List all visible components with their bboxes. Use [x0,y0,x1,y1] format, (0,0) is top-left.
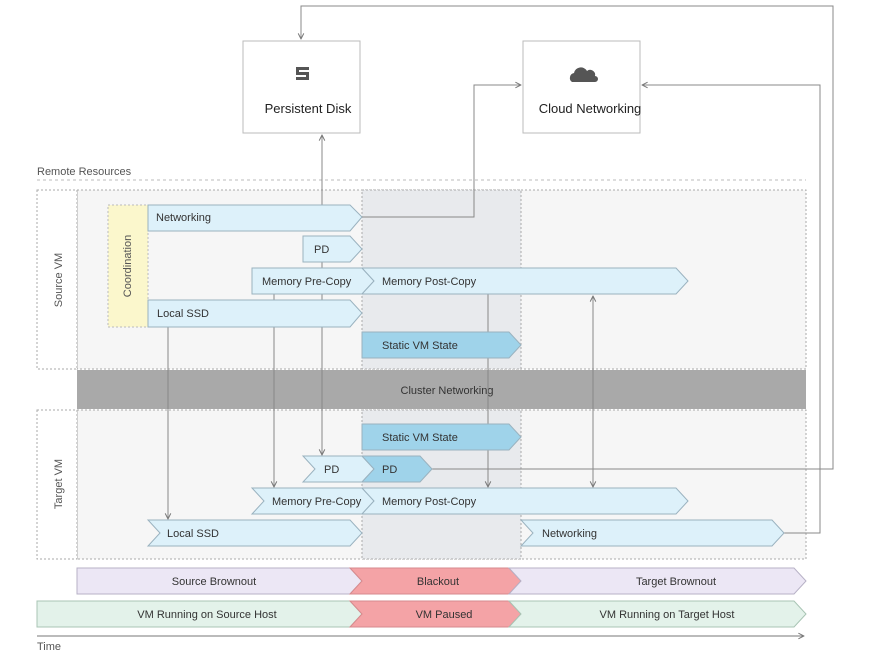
target-brownout-phase: Target Brownout [507,567,807,595]
source-brownout-phase: Source Brownout [76,567,363,595]
cluster-networking-band [77,370,806,409]
blackout-label: Blackout [417,576,459,588]
target-pd-bar: PD [360,455,433,483]
coordination-label: Coordination [122,235,134,297]
target-memory-pre-copy-bar: Memory Pre-Copy [250,487,375,515]
source-static-vm-state-bar: Static VM State [361,331,522,359]
target-pd-pre-label: PD [324,464,339,476]
target-vm-label: Target VM [53,459,65,509]
vm-running-source-state: VM Running on Source Host [36,600,363,628]
cluster-networking-label: Cluster Networking [401,385,494,397]
cloud-icon [569,67,598,82]
target-local-ssd-label: Local SSD [167,528,219,540]
target-local-ssd-bar: Local SSD [146,519,363,547]
target-memory-post-copy-bar: Memory Post-Copy [360,487,689,515]
cloud-networking-label: Cloud Networking [539,101,642,116]
disk-icon [296,67,309,80]
source-memory-post-copy-bar: Memory Post-Copy [360,267,689,295]
vm-paused-label: VM Paused [416,609,473,621]
source-memory-pre-copy-bar: Memory Pre-Copy [251,267,375,295]
source-pd-bar: PD [302,235,363,263]
source-local-ssd-bar: Local SSD [147,299,363,328]
target-networking-label: Networking [542,528,597,540]
target-vm-label-strip [36,409,78,560]
target-networking-bar: Networking [519,519,785,547]
source-vm-label-strip [36,189,78,370]
target-brownout-label: Target Brownout [636,576,716,588]
remote-resources-label: Remote Resources [37,166,132,178]
source-pd-label: PD [314,244,329,256]
target-memory-post-copy-label: Memory Post-Copy [382,496,477,508]
source-brownout-label: Source Brownout [172,576,256,588]
target-static-vm-state-label: Static VM State [382,432,458,444]
source-vm-label: Source VM [53,253,65,307]
target-networking-to-cloud-arrow [642,85,821,534]
time-label: Time [37,641,61,653]
vm-running-source-label: VM Running on Source Host [137,609,276,621]
persistent-disk-box: Persistent Disk [242,40,361,134]
target-pd-label: PD [382,464,397,476]
persistent-disk-label: Persistent Disk [265,101,352,116]
target-static-vm-state-bar: Static VM State [361,423,522,451]
source-memory-pre-copy-label: Memory Pre-Copy [262,276,352,288]
source-local-ssd-label: Local SSD [157,308,209,320]
source-networking-bar: Networking [147,204,363,232]
networking-to-cloud-arrow [362,85,521,218]
source-static-vm-state-label: Static VM State [382,340,458,352]
target-memory-pre-copy-label: Memory Pre-Copy [272,496,362,508]
vm-running-target-label: VM Running on Target Host [600,609,735,621]
connectors [168,5,834,534]
cloud-networking-box: Cloud Networking [522,40,642,134]
vm-running-target-state: VM Running on Target Host [507,600,807,628]
target-pd-to-persistent-disk-arrow [301,5,834,470]
blackout-phase: Blackout [348,567,522,595]
vm-paused-state: VM Paused [348,600,522,628]
source-networking-label: Networking [156,212,211,224]
source-memory-post-copy-label: Memory Post-Copy [382,276,477,288]
coordination-box [107,204,149,328]
